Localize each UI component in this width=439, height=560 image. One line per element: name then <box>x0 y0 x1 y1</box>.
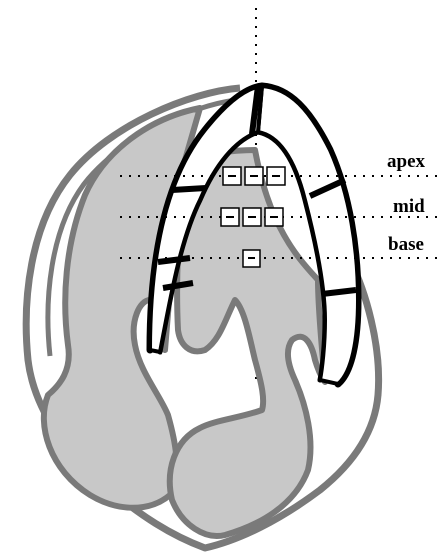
segment-divider <box>172 188 206 190</box>
base-label: base <box>388 234 424 255</box>
mid-sample-boxes <box>221 208 283 226</box>
mid-label: mid <box>393 196 425 217</box>
apex-sample-boxes <box>223 167 285 185</box>
segment-divider <box>322 290 356 294</box>
apex-label: apex <box>387 151 426 172</box>
base-sample-boxes <box>243 250 260 267</box>
